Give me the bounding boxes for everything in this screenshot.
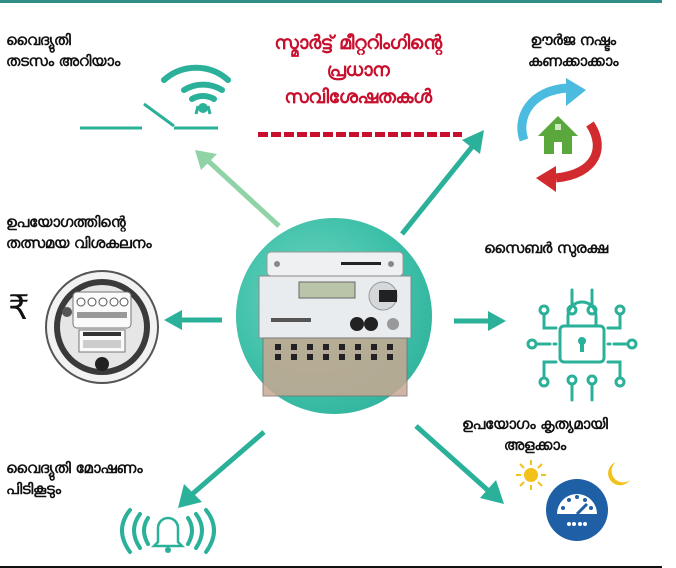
feature-realtime-analysis-label: ഉപയോഗത്തിന്റെ തത്സമയ വിശകലനം bbox=[6, 212, 152, 254]
feature-accurate-measurement-label: ഉപയോഗം കൃത്യമായി അളക്കാം bbox=[462, 414, 608, 456]
feature-accurate-line-1: ഉപയോഗം കൃത്യമായി bbox=[462, 415, 608, 433]
feature-theft-line-2: പിടികൂടും bbox=[6, 480, 61, 498]
sun-icon bbox=[516, 460, 546, 490]
feature-realtime-line-1: ഉപയോഗത്തിന്റെ bbox=[6, 213, 126, 231]
title-line-1: സ്മാർട്ട് മീറ്ററിംഗിന്റെ bbox=[274, 32, 442, 54]
cycle-house-icon bbox=[517, 78, 602, 192]
feature-accurate-line-2: അളക്കാം bbox=[503, 436, 566, 454]
arrow-to-cyber-security-icon bbox=[454, 311, 506, 331]
arrow-to-accurate-measurement-icon bbox=[414, 424, 504, 504]
infographic-title: സ്മാർട്ട് മീറ്ററിംഗിന്റെ പ്രധാന സവിശേഷതക… bbox=[246, 30, 470, 111]
feature-realtime-line-2: തത്സമയ വിശകലനം bbox=[6, 234, 152, 252]
feature-outage-line-1: വൈദ്യുതി bbox=[6, 31, 71, 49]
arrow-to-theft-icon bbox=[178, 430, 266, 508]
alarm-bell-icon bbox=[120, 508, 216, 554]
arrow-to-realtime-analysis-icon bbox=[164, 310, 222, 330]
top-rule bbox=[0, 0, 662, 3]
feature-energy-loss-line-1: ഊർജ നഷ്ടം bbox=[530, 31, 616, 49]
feature-energy-loss-label: ഊർജ നഷ്ടം കണക്കാക്കാം bbox=[528, 30, 619, 72]
feature-cyber-security-label: സൈബർ സുരക്ഷ bbox=[484, 238, 608, 259]
arrow-to-energy-loss-icon bbox=[400, 130, 484, 236]
wifi-switch-icon bbox=[80, 64, 231, 130]
moon-icon bbox=[608, 462, 630, 486]
arrow-to-outage-icon bbox=[195, 150, 281, 228]
analog-meter-icon bbox=[45, 270, 159, 384]
feature-theft-line-1: വൈദ്യുതി മോഷണം bbox=[6, 459, 143, 477]
feature-outage-line-2: തടസം അറിയാം bbox=[6, 52, 120, 70]
feature-energy-loss-line-2: കണക്കാക്കാം bbox=[528, 52, 619, 70]
title-dashed-underline bbox=[258, 132, 462, 137]
feature-cyber-line-1: സൈബർ സുരക്ഷ bbox=[484, 239, 608, 257]
smart-meter-image bbox=[258, 251, 412, 397]
bottom-rule bbox=[0, 566, 662, 568]
rupee-icon: ₹ bbox=[8, 288, 30, 328]
feature-outage-label: വൈദ്യുതി തടസം അറിയാം bbox=[6, 30, 120, 72]
feature-theft-label: വൈദ്യുതി മോഷണം പിടികൂടും bbox=[6, 458, 143, 500]
gauge-icon bbox=[546, 479, 608, 541]
title-line-3: സവിശേഷതകൾ bbox=[284, 86, 432, 108]
title-line-2: പ്രധാന bbox=[326, 59, 390, 81]
circuit-lock-icon bbox=[526, 288, 638, 402]
